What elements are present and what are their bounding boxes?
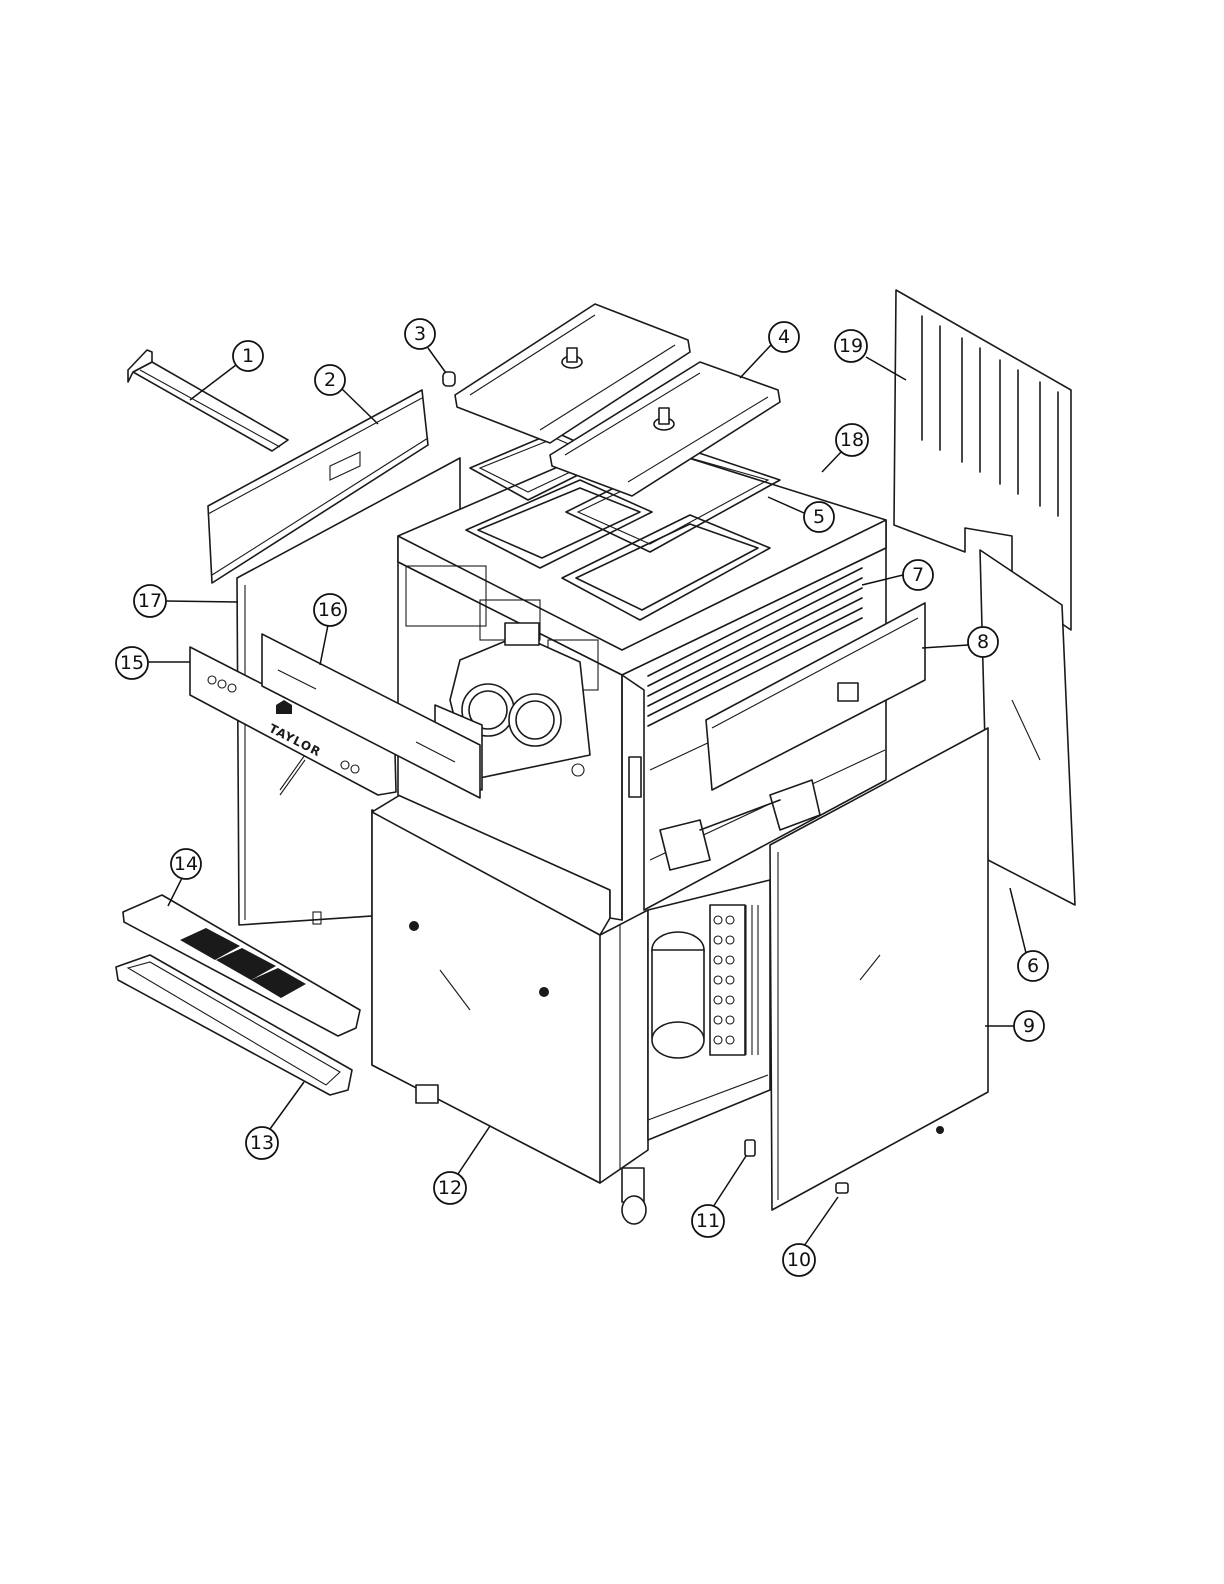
- svg-text:16: 16: [318, 599, 342, 621]
- compressor-area: [648, 880, 770, 1140]
- callout-14: 14: [168, 849, 201, 906]
- svg-text:17: 17: [138, 590, 162, 612]
- part-hopper-covers: [455, 304, 780, 496]
- svg-text:18: 18: [840, 429, 864, 451]
- svg-text:10: 10: [787, 1249, 811, 1271]
- svg-text:2: 2: [324, 369, 336, 391]
- callout-2: 2: [315, 365, 378, 424]
- svg-text:3: 3: [414, 323, 426, 345]
- callout-13: 13: [246, 1082, 304, 1159]
- svg-text:9: 9: [1023, 1015, 1035, 1037]
- svg-text:8: 8: [977, 631, 989, 653]
- callout-17: 17: [134, 585, 238, 617]
- svg-text:13: 13: [250, 1132, 274, 1154]
- callout-8: 8: [922, 627, 998, 657]
- svg-text:19: 19: [839, 335, 863, 357]
- callout-4: 4: [740, 322, 799, 378]
- callout-6: 6: [1010, 888, 1048, 981]
- callout-15: 15: [116, 647, 190, 679]
- callout-18: 18: [822, 424, 868, 472]
- part-right-side-panel: [980, 550, 1075, 905]
- part-knob: [443, 372, 455, 386]
- svg-text:6: 6: [1027, 955, 1039, 977]
- callout-10: 10: [783, 1197, 838, 1276]
- svg-text:4: 4: [778, 326, 790, 348]
- part-top-trim-rail: [128, 350, 288, 451]
- callout-12: 12: [434, 1126, 490, 1204]
- callout-11: 11: [692, 1156, 746, 1237]
- callout-9: 9: [985, 1011, 1044, 1041]
- svg-text:14: 14: [174, 853, 198, 875]
- svg-text:15: 15: [120, 652, 144, 674]
- callout-3: 3: [405, 319, 446, 373]
- svg-text:11: 11: [696, 1210, 720, 1232]
- svg-text:5: 5: [813, 506, 825, 528]
- svg-text:12: 12: [438, 1177, 462, 1199]
- svg-text:1: 1: [242, 345, 254, 367]
- svg-text:7: 7: [912, 564, 924, 586]
- callout-1: 1: [190, 341, 263, 400]
